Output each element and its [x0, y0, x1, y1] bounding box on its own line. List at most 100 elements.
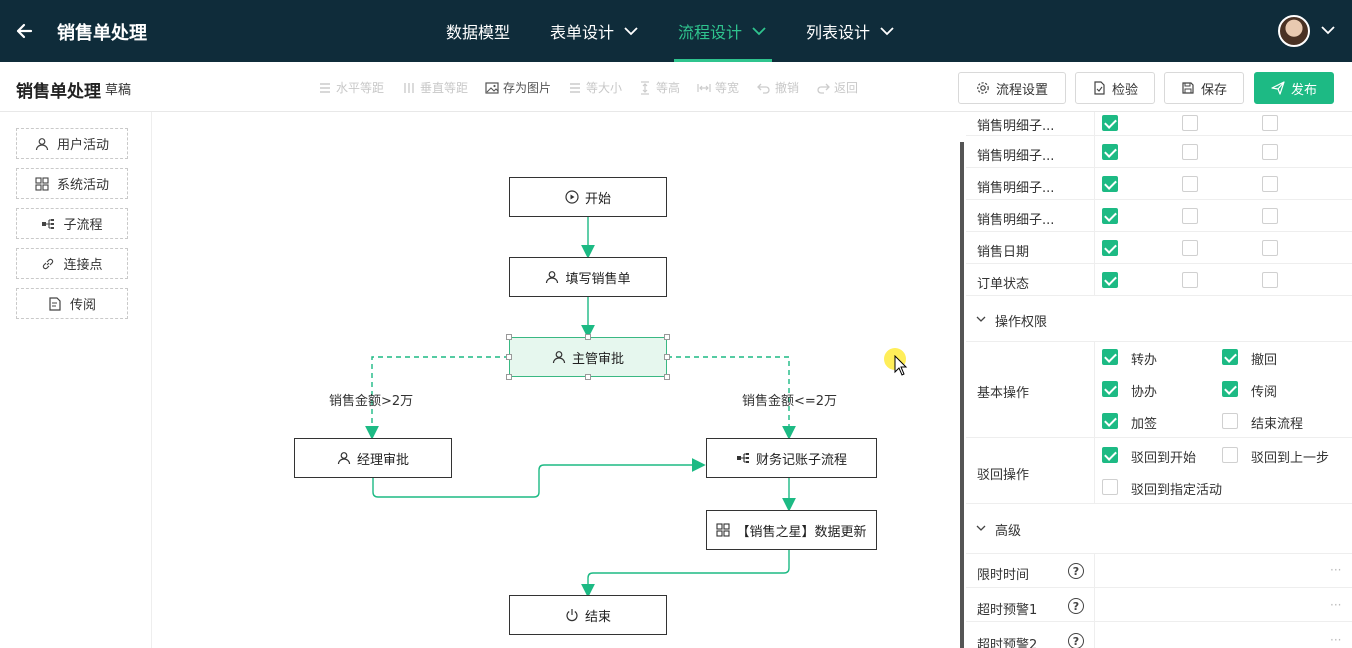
resize-handle[interactable] [664, 354, 670, 360]
op-withdraw-label: 撤回 [1251, 353, 1278, 368]
chevron-down-icon[interactable] [1321, 25, 1335, 35]
field-required-checkbox[interactable] [1262, 115, 1278, 131]
field-edit-checkbox[interactable] [1182, 115, 1198, 131]
op-transfer-label: 转办 [1131, 353, 1158, 368]
op-circulate-label: 传阅 [1251, 385, 1278, 400]
palette-user-activity[interactable]: 用户活动 [16, 128, 128, 159]
resize-handle[interactable] [506, 334, 512, 340]
back-arrow-icon[interactable] [14, 19, 34, 43]
field-visible-checkbox[interactable] [1102, 240, 1118, 256]
reject-to-activity-checkbox[interactable] [1102, 479, 1118, 495]
palette-label: 系统活动 [56, 178, 109, 193]
field-visible-checkbox[interactable] [1102, 115, 1118, 131]
resize-handle[interactable] [506, 354, 512, 360]
reject-to-start-checkbox[interactable] [1102, 447, 1118, 463]
advanced-section-header[interactable]: 高级 [966, 504, 1352, 554]
node-supervisor-approval[interactable]: 主管审批 [509, 337, 667, 377]
flow-settings-button[interactable]: 流程设置 [958, 72, 1066, 104]
field-required-checkbox[interactable] [1262, 176, 1278, 192]
palette-system-activity[interactable]: 系统活动 [16, 168, 128, 199]
panel-scrollbar[interactable] [960, 142, 964, 648]
advanced-label: 超时预警2 [977, 638, 1038, 648]
resize-handle[interactable] [585, 374, 591, 380]
tool-align-vertical[interactable]: 垂直等距 [402, 79, 468, 96]
field-permission-row: 销售明细子... [966, 112, 1352, 136]
resize-handle[interactable] [664, 334, 670, 340]
more-icon[interactable]: ··· [1330, 563, 1342, 577]
field-visible-checkbox[interactable] [1102, 272, 1118, 288]
publish-button[interactable]: 发布 [1254, 72, 1334, 104]
nav-data-model[interactable]: 数据模型 [446, 0, 510, 62]
field-edit-checkbox[interactable] [1182, 176, 1198, 192]
field-required-checkbox[interactable] [1262, 240, 1278, 256]
op-circulate-checkbox[interactable] [1222, 381, 1238, 397]
edge-supervisor-finance [667, 356, 796, 440]
op-transfer-checkbox[interactable] [1102, 349, 1118, 365]
node-manager-approval[interactable]: 经理审批 [294, 438, 452, 478]
tool-same-size[interactable]: 等大小 [568, 79, 622, 96]
flow-canvas[interactable]: 开始 填写销售单 主管审批 销售金额>2万 销售金额<=2万 经理审批 财务记账… [152, 112, 952, 648]
op-assist-checkbox[interactable] [1102, 381, 1118, 397]
operations-section-header[interactable]: 操作权限 [966, 296, 1352, 342]
subflow-icon [736, 453, 749, 463]
field-edit-checkbox[interactable] [1182, 240, 1198, 256]
field-visible-checkbox[interactable] [1102, 176, 1118, 192]
file-check-icon [1094, 81, 1105, 95]
node-end[interactable]: 结束 [509, 595, 667, 635]
palette-subflow[interactable]: 子流程 [16, 208, 128, 239]
nav-flow-design[interactable]: 流程设计 [678, 0, 766, 62]
op-end-flow-checkbox[interactable] [1222, 413, 1238, 429]
tool-align-horizontal[interactable]: 水平等距 [318, 79, 384, 96]
link-icon [43, 258, 54, 269]
tool-label: 等高 [656, 81, 681, 95]
field-label: 销售日期 [977, 245, 1030, 260]
field-edit-checkbox[interactable] [1182, 208, 1198, 224]
advanced-row-time-limit: 限时时间 ? ··· [966, 554, 1352, 588]
reject-to-previous-checkbox[interactable] [1222, 447, 1238, 463]
check-button[interactable]: 检验 [1075, 72, 1155, 104]
save-button[interactable]: 保存 [1164, 72, 1244, 104]
align-horizontal-icon [320, 82, 330, 93]
node-data-update[interactable]: 【销售之星】数据更新 [706, 510, 877, 550]
field-required-checkbox[interactable] [1262, 208, 1278, 224]
node-fill-sales-order[interactable]: 填写销售单 [509, 257, 667, 297]
nav-list-design[interactable]: 列表设计 [806, 0, 894, 62]
tool-redo[interactable]: 返回 [816, 79, 858, 96]
field-edit-checkbox[interactable] [1182, 144, 1198, 160]
more-icon[interactable]: ··· [1330, 598, 1342, 612]
tool-same-width[interactable]: 等宽 [697, 79, 739, 96]
field-visible-checkbox[interactable] [1102, 208, 1118, 224]
user-icon [552, 351, 566, 364]
same-size-icon [570, 82, 580, 93]
node-label: 【销售之星】数据更新 [736, 524, 867, 540]
flow-edges [365, 217, 796, 598]
nav-form-design[interactable]: 表单设计 [550, 0, 638, 62]
tool-save-image[interactable]: 存为图片 [485, 79, 551, 96]
resize-handle[interactable] [664, 374, 670, 380]
grid-icon [35, 176, 49, 191]
nav-list-design-label: 列表设计 [806, 23, 871, 42]
node-label: 经理审批 [356, 452, 409, 468]
help-icon[interactable]: ? [1068, 633, 1084, 648]
more-icon[interactable]: ··· [1330, 633, 1342, 647]
field-required-checkbox[interactable] [1262, 272, 1278, 288]
field-visible-checkbox[interactable] [1102, 144, 1118, 160]
user-avatar[interactable] [1278, 15, 1310, 47]
tool-undo[interactable]: 撤销 [757, 79, 799, 96]
field-required-checkbox[interactable] [1262, 144, 1278, 160]
reject-to-start-label: 驳回到开始 [1131, 451, 1197, 466]
help-icon[interactable]: ? [1068, 563, 1084, 579]
op-withdraw-checkbox[interactable] [1222, 349, 1238, 365]
tool-same-height[interactable]: 等高 [638, 79, 680, 96]
tool-label: 等宽 [715, 81, 740, 95]
help-icon[interactable]: ? [1068, 598, 1084, 614]
palette-connector[interactable]: 连接点 [16, 248, 128, 279]
palette-circulate[interactable]: 传阅 [16, 288, 128, 319]
op-add-sign-checkbox[interactable] [1102, 413, 1118, 429]
field-edit-checkbox[interactable] [1182, 272, 1198, 288]
node-finance-subflow[interactable]: 财务记账子流程 [706, 438, 877, 478]
node-start[interactable]: 开始 [509, 177, 667, 217]
resize-handle[interactable] [585, 334, 591, 340]
field-label: 销售明细子... [977, 119, 1055, 134]
resize-handle[interactable] [506, 374, 512, 380]
